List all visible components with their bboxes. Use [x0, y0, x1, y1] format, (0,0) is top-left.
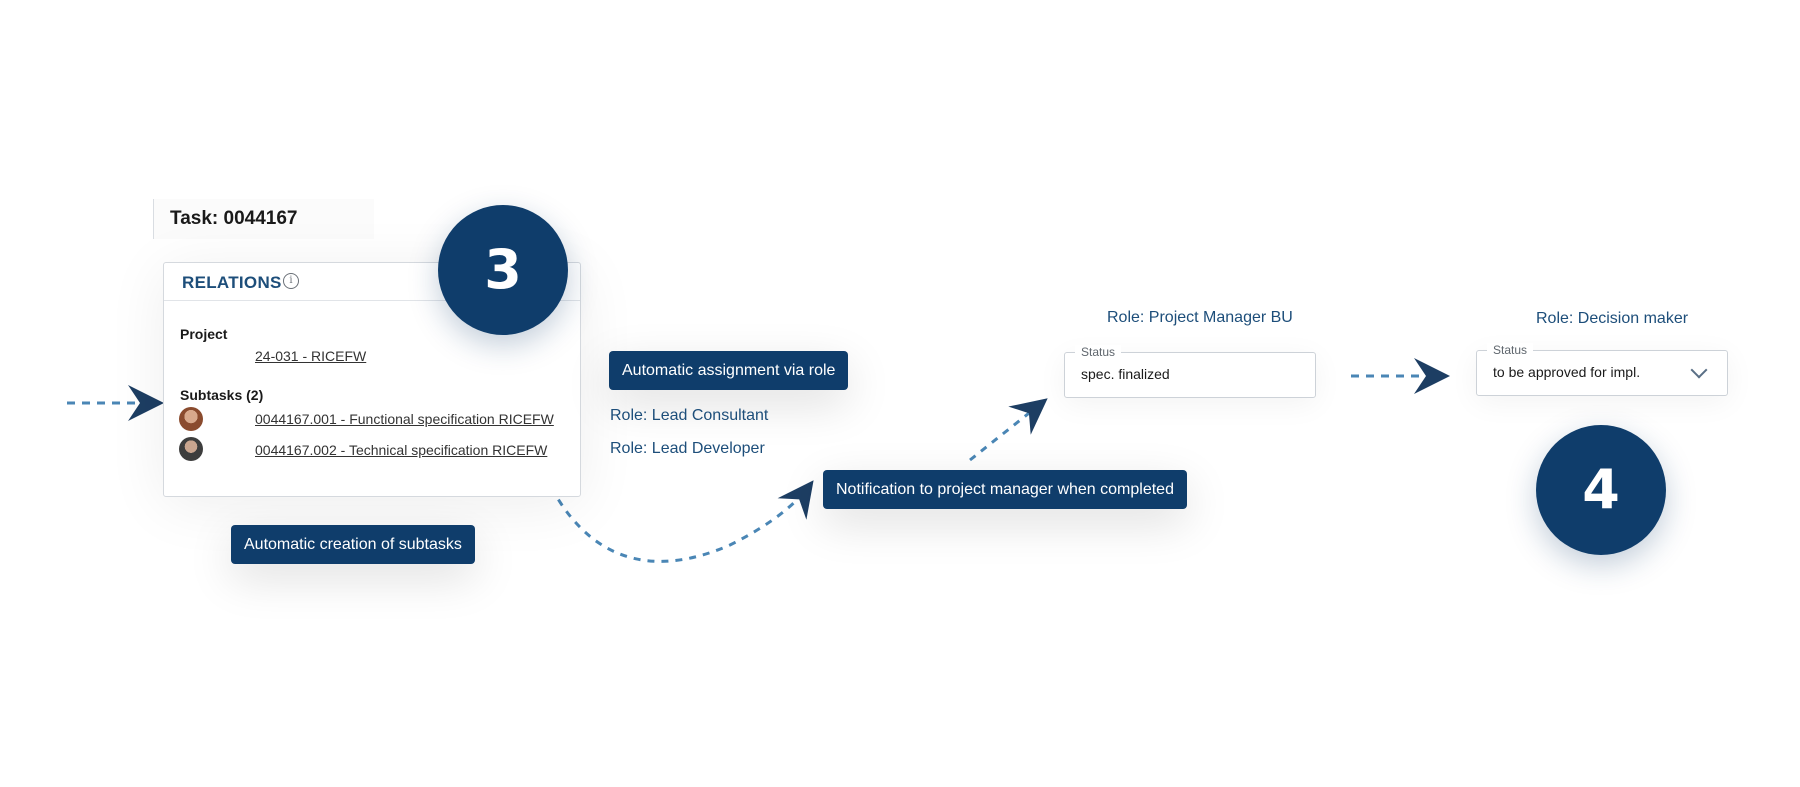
subtasks-label: Subtasks (2) [180, 387, 264, 403]
role-lead-consultant: Role: Lead Consultant [610, 407, 769, 424]
relations-title: RELATIONS [182, 273, 282, 292]
callout-subtasks: Automatic creation of subtasks [231, 525, 475, 564]
role-decision-maker: Role: Decision maker [1536, 310, 1689, 327]
callout-assignment: Automatic assignment via role [609, 351, 849, 390]
subtask-link-2[interactable]: 0044167.002 - Technical specification RI… [255, 442, 548, 458]
status-field-pm[interactable]: Status spec. finalized [1064, 345, 1316, 398]
callout-notification: Notification to project manager when com… [823, 470, 1187, 509]
subtask-link-1[interactable]: 0044167.001 - Functional specification R… [255, 411, 554, 427]
status-value: to be approved for impl. [1493, 364, 1641, 380]
status-select-decision[interactable]: Status to be approved for impl. [1476, 343, 1728, 396]
step-4-circle: 4 [1536, 425, 1666, 555]
task-title: Task: 0044167 [170, 208, 298, 229]
subtasks-to-notification-arrow [543, 474, 814, 563]
role-lead-developer: Role: Lead Developer [610, 440, 765, 457]
relations-header: RELATIONS i [164, 263, 580, 301]
step-3-circle: 3 [438, 205, 568, 335]
notification-to-status-arrow [969, 398, 1048, 462]
role-project-manager: Role: Project Manager BU [1107, 309, 1293, 326]
status-value: spec. finalized [1081, 366, 1170, 382]
person-avatar [179, 407, 203, 431]
project-label: Project [180, 326, 228, 342]
project-link[interactable]: 24-031 - RICEFW [255, 348, 367, 364]
status-legend: Status [1075, 345, 1122, 359]
status-legend: Status [1487, 343, 1534, 357]
info-icon[interactable]: i [283, 273, 299, 289]
chevron-down-icon[interactable] [1690, 361, 1708, 379]
task-header: Task: 0044167 [153, 199, 374, 239]
person-avatar [179, 437, 203, 461]
